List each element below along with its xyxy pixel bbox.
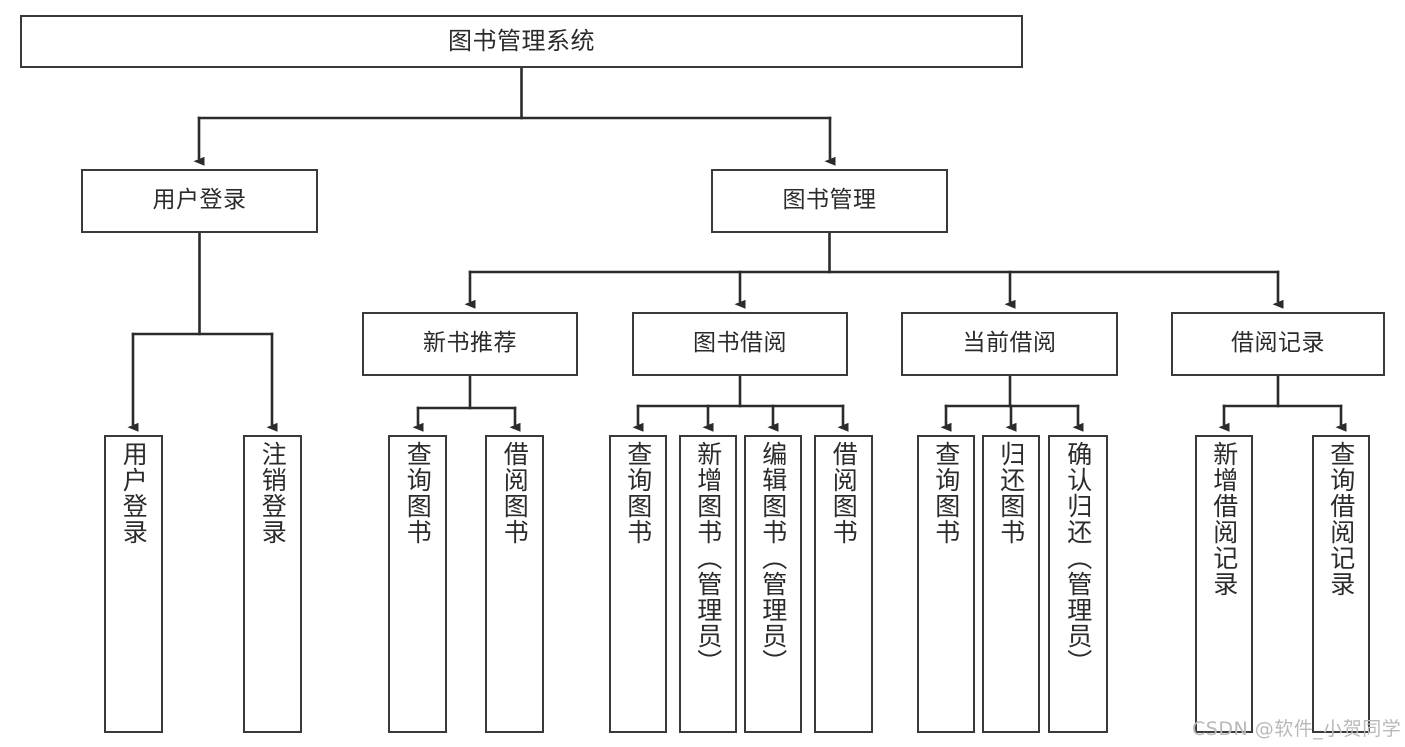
node-user-login-label: 用户登录: [152, 187, 247, 214]
leaf-add-book-label: 新增图书（管理员）: [693, 441, 723, 675]
leaf-query-book-2[interactable]: 查询图书: [609, 435, 667, 733]
node-book-borrow[interactable]: 图书借阅: [632, 312, 848, 376]
node-new-book-recommend-label: 新书推荐: [423, 330, 517, 357]
node-root[interactable]: 图书管理系统: [20, 15, 1023, 68]
node-user-login[interactable]: 用户登录: [81, 169, 318, 233]
leaf-query-book-1-label: 查询图书: [403, 441, 433, 545]
leaf-query-record[interactable]: 查询借阅记录: [1312, 435, 1370, 733]
csdn-watermark: CSDN @软件_小贺同学: [1192, 718, 1402, 740]
leaf-borrow-book-1-label: 借阅图书: [500, 441, 530, 545]
leaf-logout-login[interactable]: 注销登录: [243, 435, 302, 733]
node-borrow-record[interactable]: 借阅记录: [1171, 312, 1385, 376]
node-book-management-label: 图书管理: [782, 187, 877, 214]
leaf-edit-book-label: 编辑图书（管理员）: [758, 441, 788, 675]
node-new-book-recommend[interactable]: 新书推荐: [362, 312, 578, 376]
leaf-edit-book[interactable]: 编辑图书（管理员）: [744, 435, 802, 733]
leaf-add-book[interactable]: 新增图书（管理员）: [679, 435, 737, 733]
leaf-query-book-1[interactable]: 查询图书: [388, 435, 447, 733]
leaf-user-login-label: 用户登录: [119, 441, 149, 545]
node-borrow-record-label: 借阅记录: [1231, 330, 1325, 357]
leaf-user-login[interactable]: 用户登录: [104, 435, 163, 733]
leaf-confirm-return[interactable]: 确认归还（管理员）: [1048, 435, 1108, 733]
node-book-management[interactable]: 图书管理: [711, 169, 948, 233]
leaf-borrow-book-1[interactable]: 借阅图书: [485, 435, 544, 733]
leaf-borrow-book-2[interactable]: 借阅图书: [814, 435, 873, 733]
node-current-borrow[interactable]: 当前借阅: [901, 312, 1118, 376]
leaf-confirm-return-label: 确认归还（管理员）: [1063, 441, 1093, 675]
leaf-add-record-label: 新增借阅记录: [1209, 441, 1239, 597]
leaf-query-book-2-label: 查询图书: [623, 441, 653, 545]
leaf-return-book-label: 归还图书: [996, 441, 1026, 545]
node-book-borrow-label: 图书借阅: [693, 330, 787, 357]
node-current-borrow-label: 当前借阅: [962, 330, 1057, 357]
leaf-query-book-3[interactable]: 查询图书: [917, 435, 975, 733]
leaf-query-record-label: 查询借阅记录: [1326, 441, 1356, 597]
node-root-label: 图书管理系统: [448, 27, 595, 56]
leaf-add-record[interactable]: 新增借阅记录: [1195, 435, 1253, 733]
leaf-borrow-book-2-label: 借阅图书: [829, 441, 859, 545]
leaf-logout-login-label: 注销登录: [258, 441, 288, 545]
leaf-return-book[interactable]: 归还图书: [982, 435, 1040, 733]
leaf-query-book-3-label: 查询图书: [931, 441, 961, 545]
